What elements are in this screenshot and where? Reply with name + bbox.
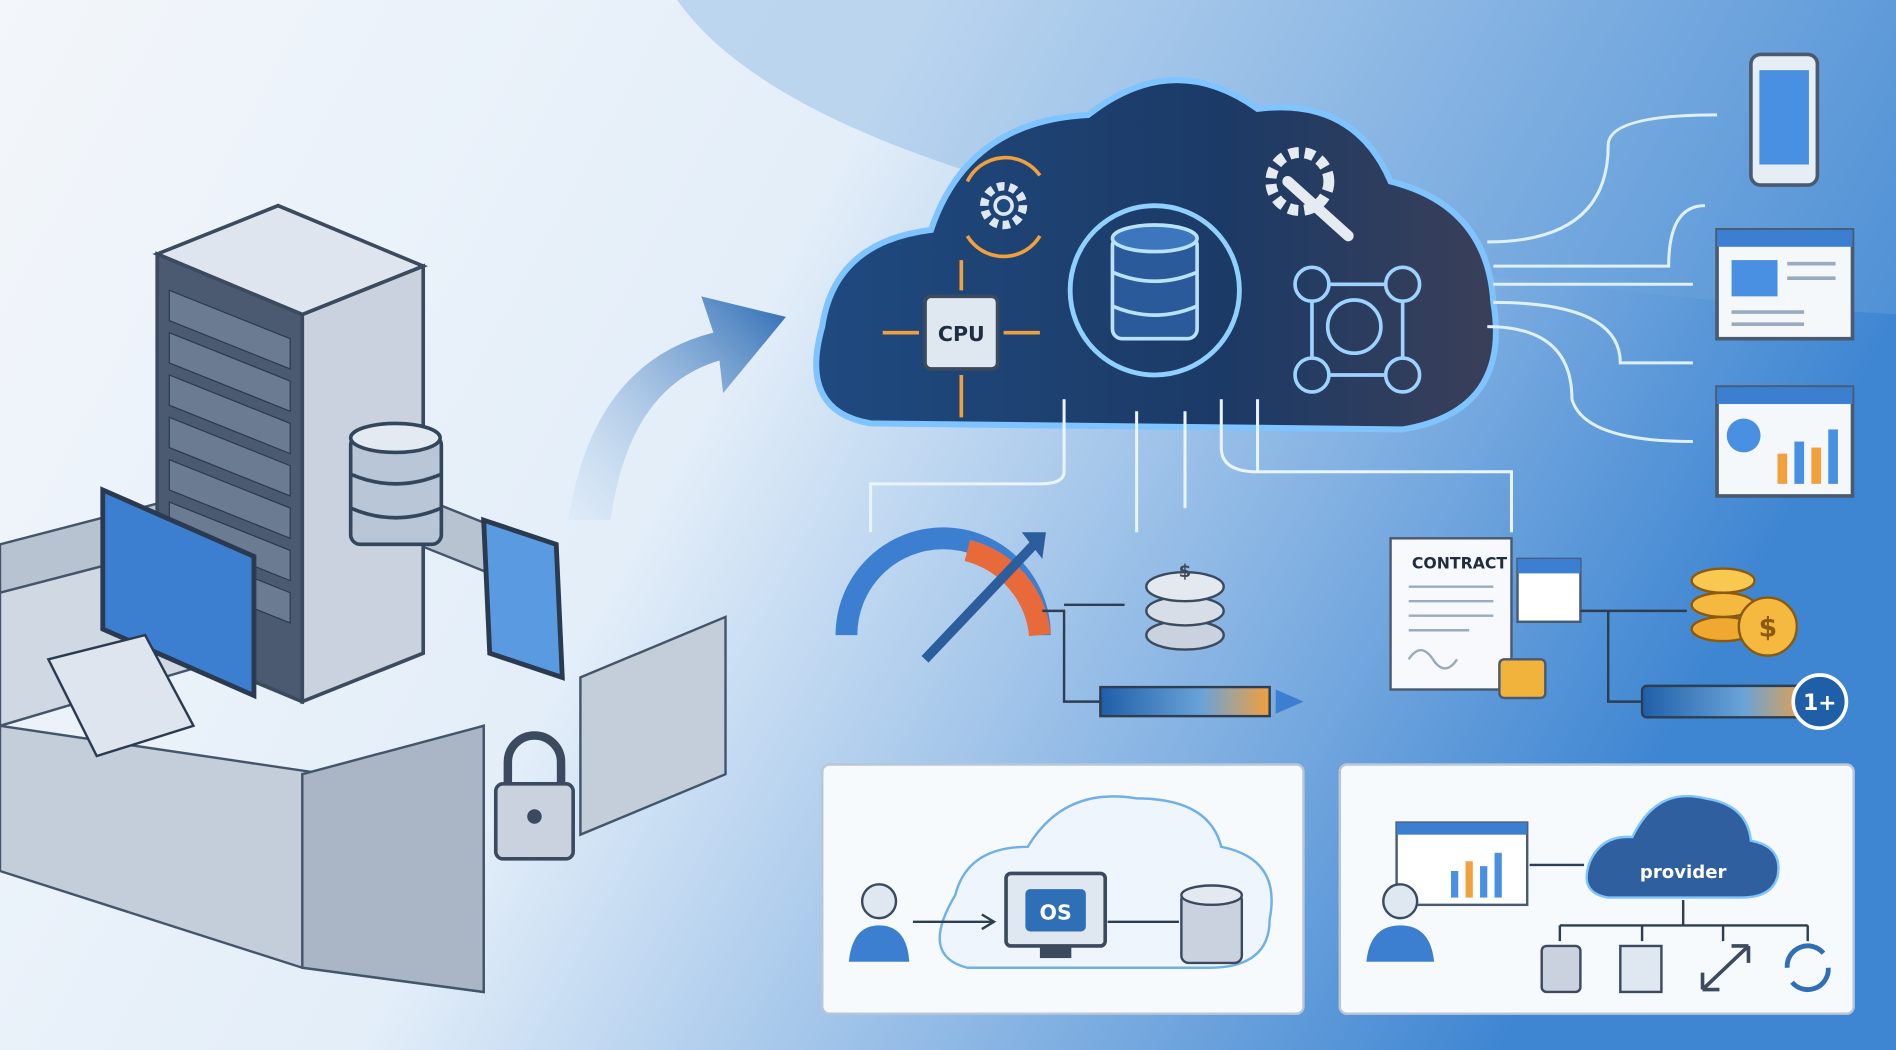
performance-gauge-icon [835, 527, 1304, 718]
database-icon [1180, 884, 1244, 965]
tablet-icon [481, 516, 565, 681]
web-page-icon [1715, 228, 1855, 341]
gear-cycle-icon [965, 155, 1042, 259]
commitment-badge: 1+ [1803, 691, 1836, 716]
cpu-icon: CPU [882, 260, 1040, 418]
os-monitor-icon: OS [1004, 871, 1108, 959]
database-icon [348, 421, 444, 547]
provider-cloud-icon: provider [1585, 794, 1780, 899]
migration-arrow [568, 296, 786, 521]
iaas-panel: OS [821, 763, 1305, 1015]
user-icon [848, 883, 910, 962]
user-icon [1366, 883, 1435, 962]
refresh-icon [1784, 943, 1831, 993]
cpu-label: CPU [938, 322, 985, 346]
commitment-bar: 1+ [1640, 673, 1849, 731]
phone-icon [1749, 52, 1820, 187]
backup-file-icon [1619, 944, 1663, 994]
paas-panel: provider [1338, 763, 1855, 1015]
os-label: OS [1039, 900, 1071, 924]
coin-stack-icon: $ [1064, 561, 1225, 651]
desktop-monitor-icon [46, 486, 257, 758]
database-icon [1110, 223, 1199, 341]
database-icon [1540, 944, 1582, 994]
provider-label: provider [1640, 862, 1727, 883]
network-users-icon [1293, 265, 1422, 394]
contract-icon: CONTRACT [1389, 537, 1687, 703]
coin-symbol: $ [1179, 561, 1192, 582]
scale-arrows-icon [1700, 944, 1751, 992]
padlock-icon [493, 731, 575, 861]
dashboard-icon [1395, 821, 1529, 907]
contract-label: CONTRACT [1412, 554, 1508, 573]
wrench-gear-icon [1265, 146, 1354, 242]
gold-coins-icon: $ [1690, 567, 1799, 657]
cloud: CPU [813, 77, 1718, 533]
dashboard-icon [1715, 385, 1855, 498]
gold-coin-symbol: $ [1759, 612, 1778, 643]
